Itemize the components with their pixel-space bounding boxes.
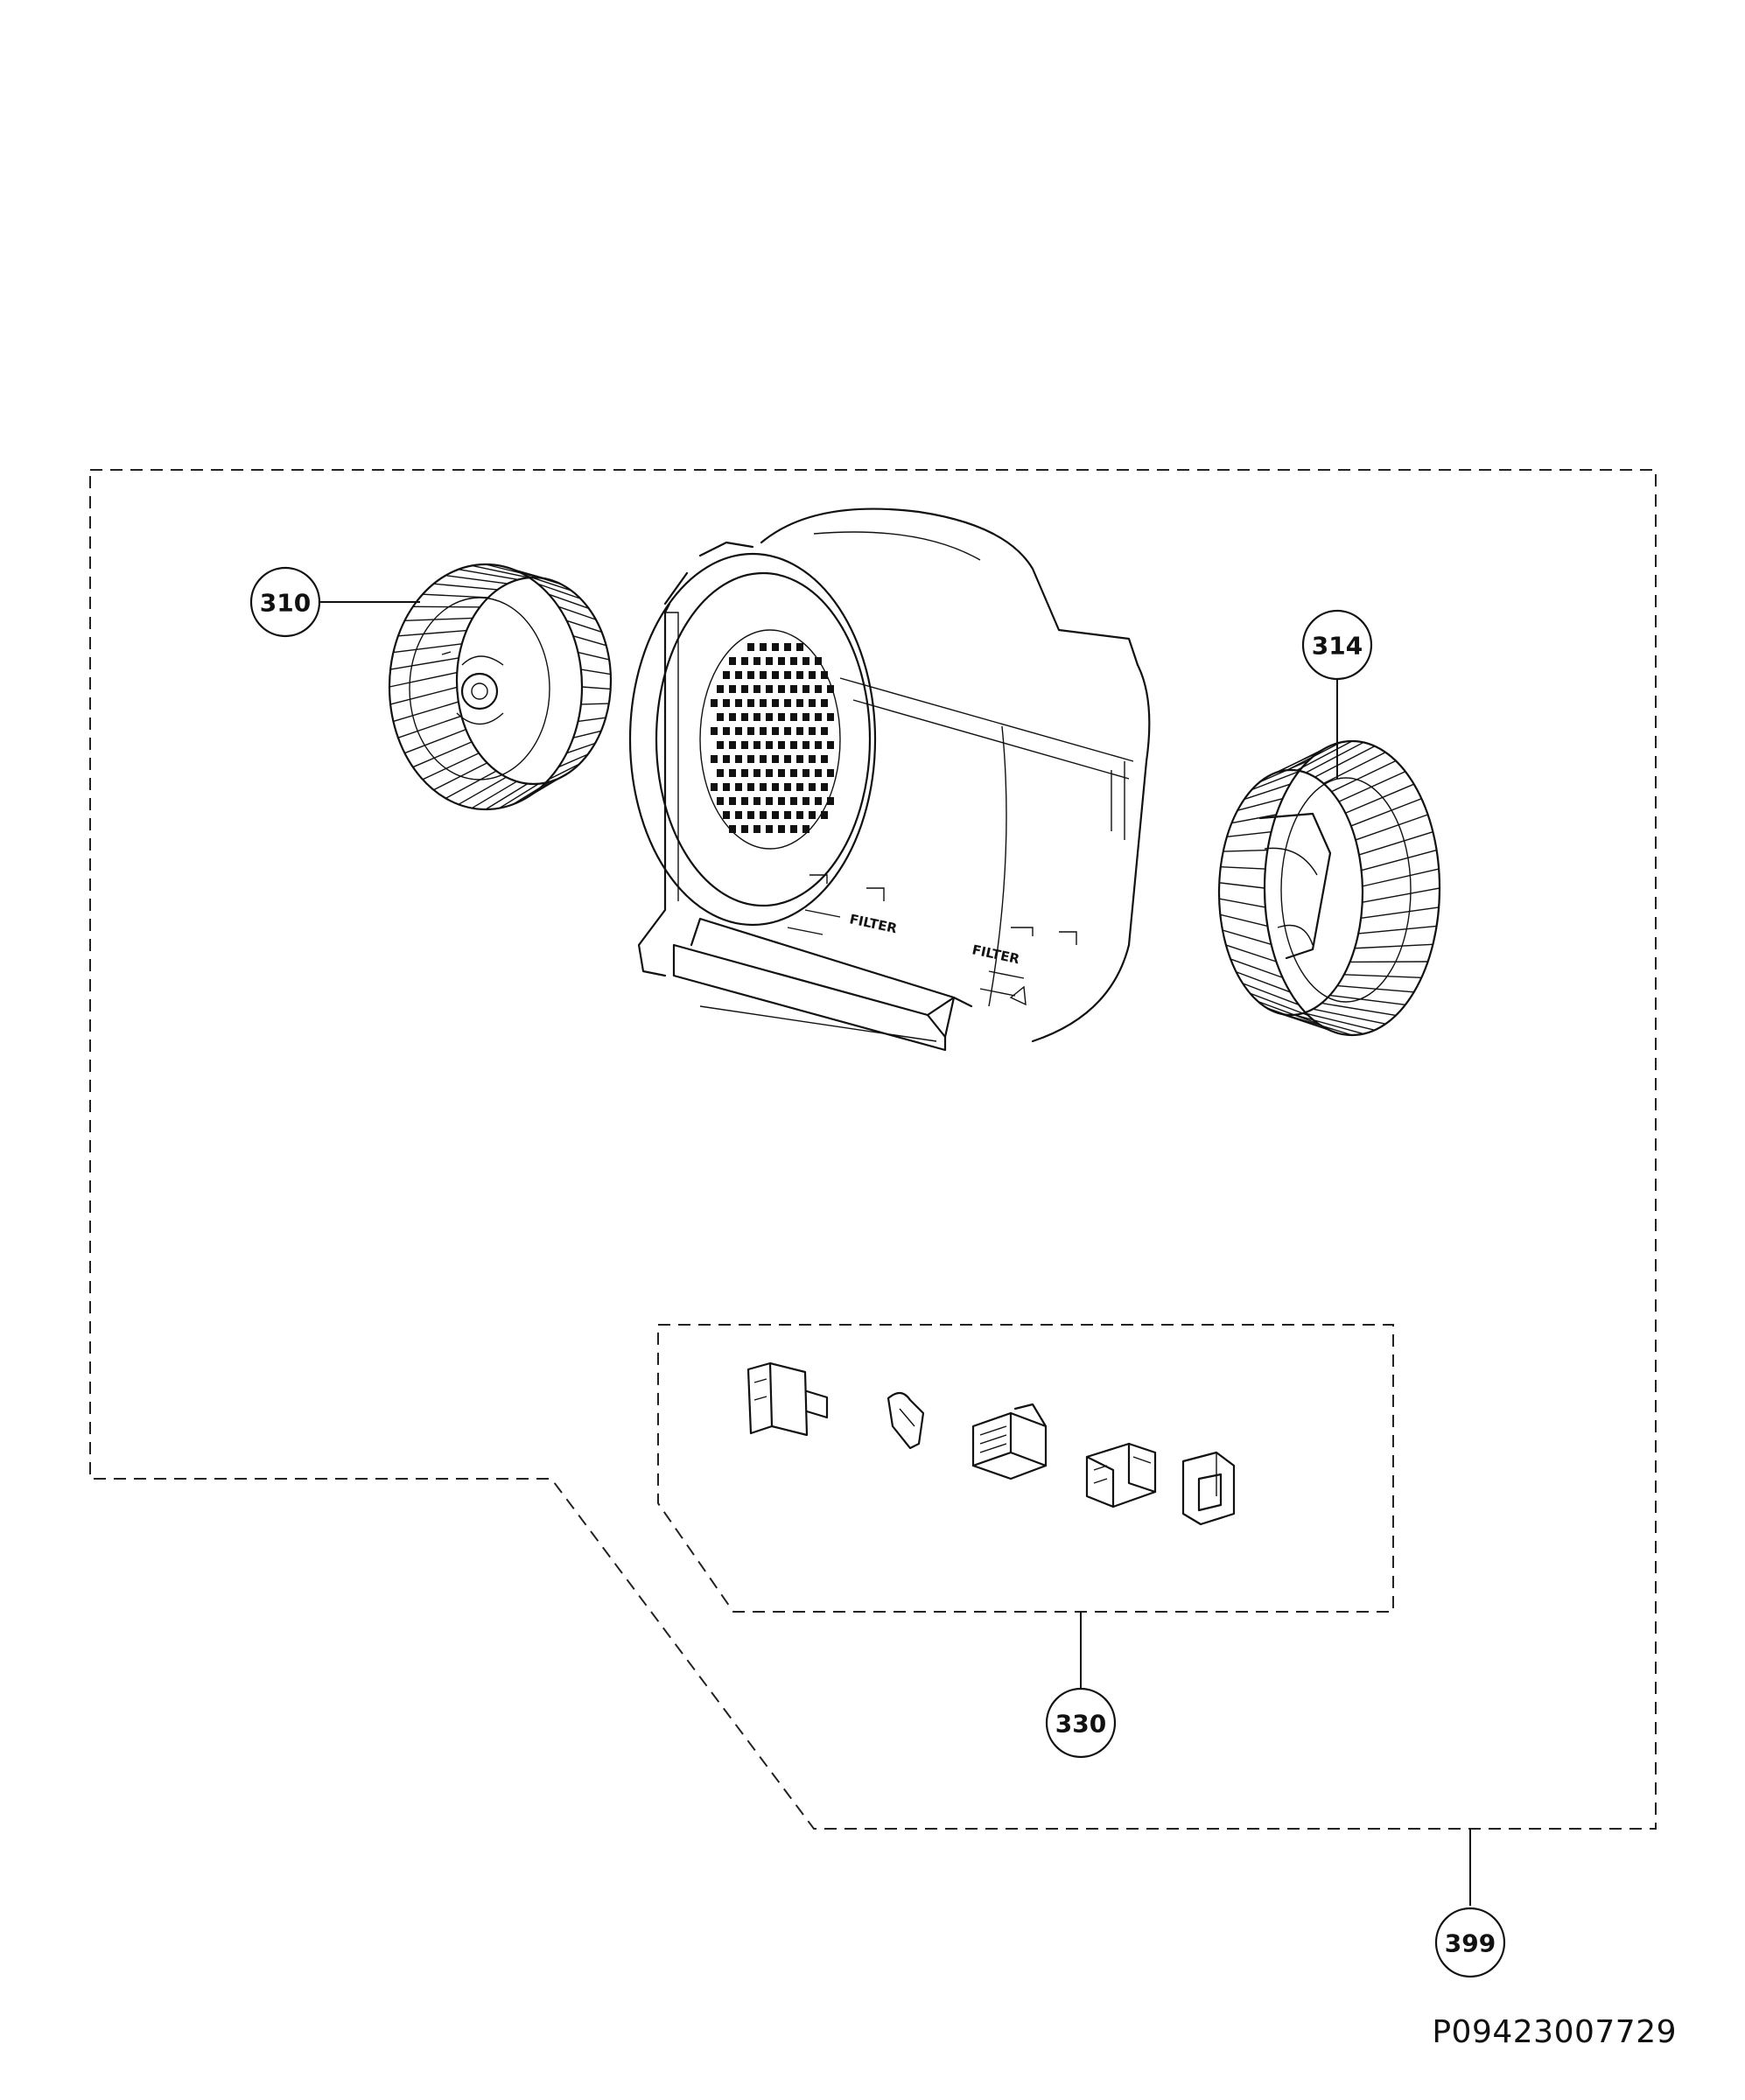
callout-399: 399: [1434, 1907, 1506, 1978]
assembly-boundary-399: [89, 469, 1657, 1830]
connector-part-4: [1085, 1442, 1157, 1508]
blower-wheel-310: [388, 563, 613, 811]
callout-310: 310: [249, 566, 321, 638]
svg-text:310: 310: [260, 589, 311, 618]
svg-text:314: 314: [1312, 632, 1363, 661]
document-code: P09423007729: [1432, 2014, 1677, 2050]
blower-wheel-314: [1217, 739, 1441, 1037]
connector-part-1: [746, 1362, 829, 1437]
svg-text:330: 330: [1055, 1710, 1106, 1739]
filter-label-1: FILTER: [848, 911, 899, 936]
connector-part-5: [1181, 1451, 1236, 1526]
callout-330: 330: [1045, 1687, 1117, 1759]
connector-kit-boundary-330: [657, 1324, 1394, 1613]
connector-part-2: [887, 1391, 925, 1450]
connector-part-3: [971, 1403, 1048, 1480]
svg-text:399: 399: [1445, 1929, 1496, 1958]
motor-housing: FILTER FILTER: [628, 508, 1151, 1052]
callout-314: 314: [1301, 609, 1373, 681]
